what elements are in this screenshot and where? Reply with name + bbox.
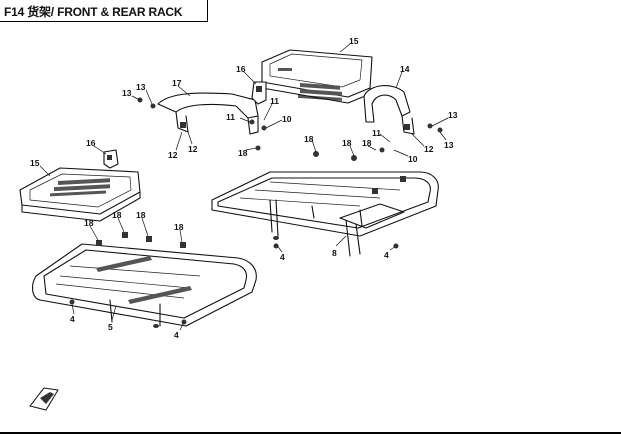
callout-18-c: 18 <box>342 138 352 148</box>
callout-13-c: 13 <box>448 110 458 120</box>
clamp-16-upper <box>251 81 267 105</box>
bottom-rule <box>0 432 621 434</box>
callout-labels: 15 14 16 17 13 13 11 11 10 12 12 18 13 1… <box>30 36 458 340</box>
leader-lines <box>39 43 449 331</box>
callout-11-a: 11 <box>226 112 235 122</box>
clamp-16-left <box>103 149 119 169</box>
callout-13-d: 13 <box>444 140 454 150</box>
callout-14: 14 <box>400 64 410 74</box>
callout-11-c: 11 <box>372 128 381 138</box>
rear-rack-frame <box>211 171 439 257</box>
callout-5: 5 <box>108 322 113 332</box>
callout-12-b: 12 <box>188 144 198 154</box>
callout-12-a: 12 <box>168 150 178 160</box>
callout-10-a: 10 <box>282 114 292 124</box>
callout-15-upper: 15 <box>349 36 359 46</box>
callout-4-d: 4 <box>174 330 179 340</box>
callout-18-b: 18 <box>304 134 314 144</box>
callout-11-b: 11 <box>270 96 279 106</box>
callout-12-c: 12 <box>424 144 434 154</box>
callout-15-left: 15 <box>30 158 40 168</box>
callout-8: 8 <box>332 248 337 258</box>
callout-17: 17 <box>172 78 182 88</box>
callout-18-e: 18 <box>84 218 94 228</box>
callout-18-d: 18 <box>362 138 372 148</box>
callout-18-f: 18 <box>112 210 122 220</box>
title-box: F14 货架/ FRONT & REAR RACK <box>0 0 208 22</box>
page-title: F14 货架/ FRONT & REAR RACK <box>4 5 183 19</box>
callout-4-c: 4 <box>70 314 75 324</box>
callout-13-b: 13 <box>136 82 146 92</box>
front-rack-frame <box>31 232 257 328</box>
callout-10-b: 10 <box>408 154 418 164</box>
callout-18-upper: 18 <box>238 148 248 158</box>
callout-16-left: 16 <box>86 138 96 148</box>
brand-logo-icon <box>29 387 59 411</box>
callout-16-upper: 16 <box>236 64 246 74</box>
handle-14 <box>363 85 415 135</box>
callout-4-b: 4 <box>384 250 389 260</box>
callout-18-h: 18 <box>174 222 184 232</box>
handle-17 <box>157 92 259 135</box>
fasteners <box>69 97 443 325</box>
callout-18-g: 18 <box>136 210 146 220</box>
callout-4-a: 4 <box>280 252 285 262</box>
callout-13-a: 13 <box>122 88 132 98</box>
rack-panel-front-top <box>19 167 141 222</box>
